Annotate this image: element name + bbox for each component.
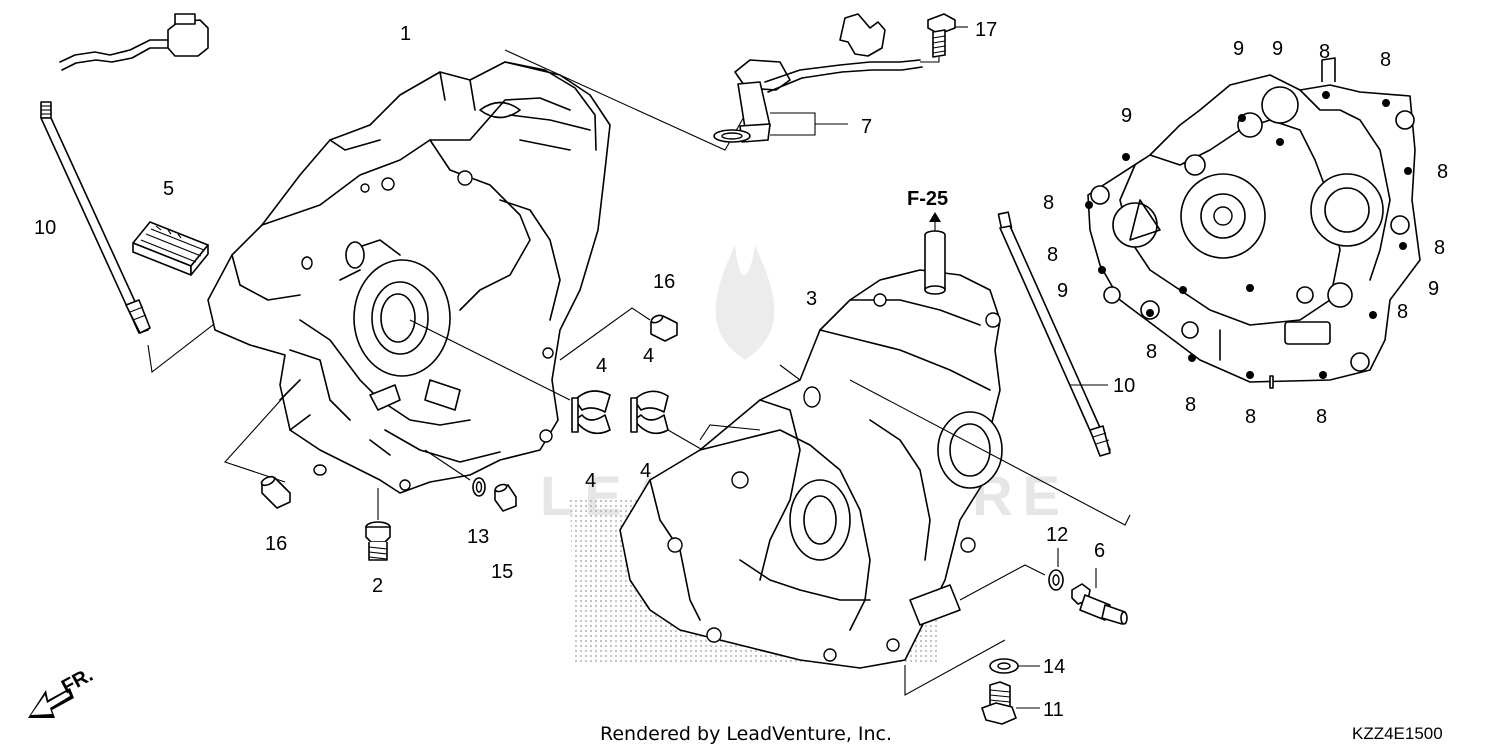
label-part-10: 10 <box>1113 375 1135 397</box>
crankcase-detail-view <box>1085 57 1421 389</box>
label-part-8: 8 <box>1437 161 1448 183</box>
label-part-11: 11 <box>1043 699 1064 721</box>
rendered-by-credit: Rendered by LeadVenture, Inc. <box>600 723 892 745</box>
label-part-4: 4 <box>643 345 654 367</box>
dowel-15 <box>494 483 517 512</box>
bolt-17 <box>920 13 968 63</box>
bearing-shell-left <box>409 319 611 435</box>
oil-strainer-screen <box>132 221 209 276</box>
label-part-10: 10 <box>34 217 56 239</box>
washer-14 <box>904 639 1040 696</box>
dowel-pin-upper <box>559 307 678 361</box>
front-direction-arrow <box>28 688 74 718</box>
label-part-8: 8 <box>1185 394 1196 416</box>
label-part-3: 3 <box>806 288 817 310</box>
label-part-8: 8 <box>1047 244 1058 266</box>
label-part-12: 12 <box>1046 524 1068 546</box>
label-part-16: 16 <box>653 271 675 293</box>
label-part-5: 5 <box>163 178 174 200</box>
label-part-13: 13 <box>467 526 489 548</box>
label-part-2: 2 <box>372 575 383 597</box>
sensor-assembly <box>59 13 923 151</box>
right-crankcase-half <box>619 230 1003 669</box>
label-part-4: 4 <box>585 470 596 492</box>
label-part-4: 4 <box>640 460 651 482</box>
label-part-8: 8 <box>1316 406 1327 428</box>
o-ring-13 <box>424 449 486 497</box>
label-part-9: 9 <box>1057 280 1068 302</box>
diagram-code: KZZ4E1500 <box>1352 724 1443 743</box>
label-part-16: 16 <box>265 533 287 555</box>
label-part-9: 9 <box>1233 38 1244 60</box>
label-part-8: 8 <box>1397 301 1408 323</box>
label-part-7: 7 <box>861 116 872 138</box>
reference-label: F-25 <box>907 188 948 210</box>
drain-plug-left <box>365 488 391 561</box>
label-part-14: 14 <box>1043 656 1065 678</box>
label-part-9: 9 <box>1272 38 1283 60</box>
label-part-17: 17 <box>975 19 997 41</box>
drain-bolt-11 <box>981 681 1040 725</box>
label-part-9: 9 <box>1121 105 1132 127</box>
neutral-switch-6 <box>1071 568 1128 625</box>
label-part-8: 8 <box>1043 192 1054 214</box>
label-part-8: 8 <box>1319 41 1330 63</box>
label-part-8: 8 <box>1146 341 1157 363</box>
label-part-6: 6 <box>1094 540 1105 562</box>
washer-12 <box>959 548 1064 601</box>
label-part-4: 4 <box>596 355 607 377</box>
bolt-hole-dots <box>1085 91 1412 379</box>
label-part-9: 9 <box>1428 278 1439 300</box>
left-crankcase-half <box>207 61 611 494</box>
label-part-1: 1 <box>400 23 411 45</box>
label-part-8: 8 <box>1245 406 1256 428</box>
stud-bolt-right <box>849 211 1131 526</box>
label-part-8: 8 <box>1380 49 1391 71</box>
label-part-8: 8 <box>1434 237 1445 259</box>
label-part-15: 15 <box>491 561 513 583</box>
dowel-pin-lower <box>224 391 291 509</box>
